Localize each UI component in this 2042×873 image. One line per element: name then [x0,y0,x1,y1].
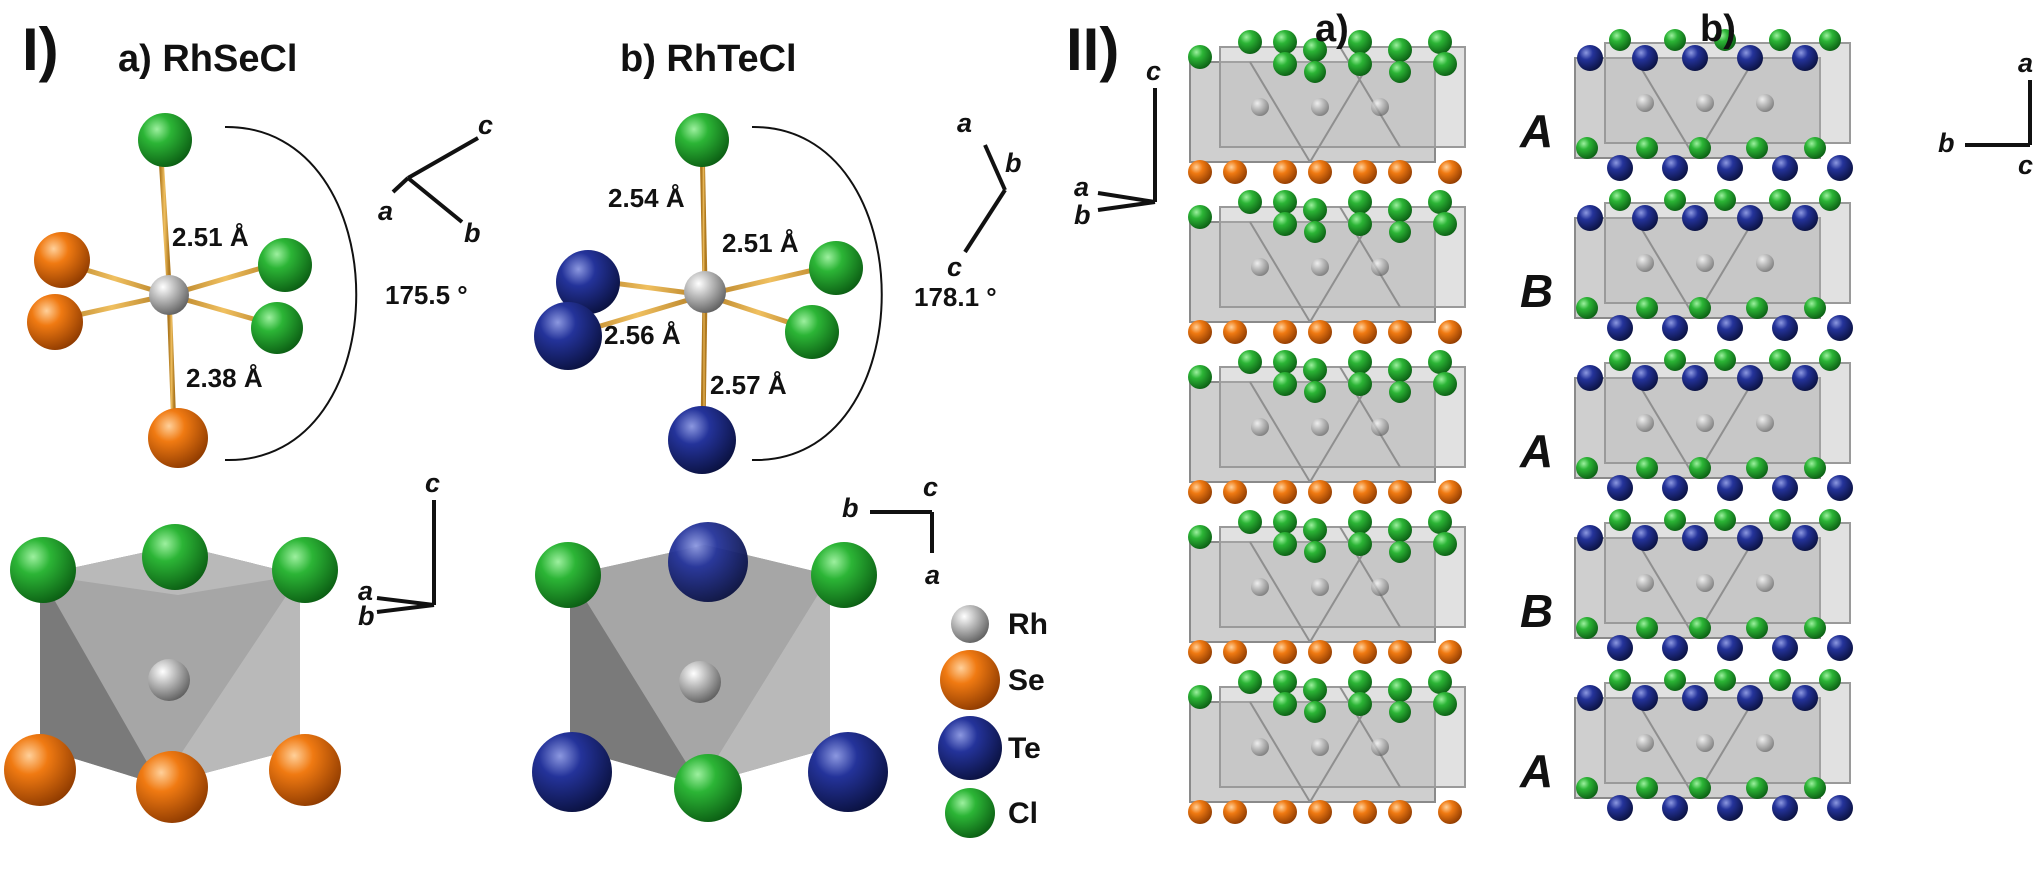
legend-label-rh: Rh [1008,608,1048,641]
distance-rhtecl-1: 2.54 Å [608,183,685,213]
angle-rhtecl: 178.1 ° [914,282,997,312]
stacking-label: A [1520,425,1554,477]
axes-rhtecl-top [963,144,1007,254]
stacking-label: B [1520,585,1554,637]
axes-rhsecl-bottom [376,500,436,614]
title-rhtecl: b) RhTeCl [620,38,797,80]
axis-label-b: b [464,218,481,248]
axis-label-c: c [2018,150,2034,180]
stacking-label: B [1520,265,1554,317]
axis-label-c: c [478,110,494,140]
stacking-label: A [1520,745,1554,797]
legend-marker-cl [945,788,995,838]
stack-column-a [1187,29,1466,825]
legend-markers [938,605,1002,838]
axes-stack-right [1965,80,2032,147]
rhsecl-coordination [27,113,358,468]
axis-label-b: b [1005,148,1022,178]
legend-label-te: Te [1008,732,1041,765]
distance-rhtecl-4: 2.57 Å [710,370,787,400]
axes-rhsecl-top [391,136,479,224]
axis-label-b: b [358,601,375,631]
axis-label-a: a [2018,48,2034,78]
axis-label-b: b [842,493,859,523]
rhsecl-octahedron [4,524,341,823]
axis-label-a: a [957,108,973,138]
column-label-b: b) [1700,8,1736,50]
axis-label-c: c [425,468,441,498]
axis-label-c: c [1146,56,1162,86]
column-label-a: a) [1315,8,1349,50]
axis-label-c: c [947,252,963,282]
rhtecl-octahedron [532,522,888,822]
axis-label-a: a [925,560,941,590]
axis-label-c: c [923,472,939,502]
stack-column-b [1574,28,1854,822]
axes-stack-left [1097,88,1157,212]
panel-label-ii: II) [1066,16,1120,83]
legend-marker-se [940,650,1000,710]
distance-rhsecl-2: 2.38 Å [186,363,263,393]
axis-label-b: b [1938,128,1955,158]
distance-rhsecl-1: 2.51 Å [172,222,249,252]
title-rhsecl: a) RhSeCl [118,38,298,80]
legend-marker-te [938,716,1002,780]
axis-label-b: b [1074,200,1091,230]
distance-rhtecl-2: 2.51 Å [722,228,799,258]
legend-marker-rh [951,605,989,643]
legend-label-cl: Cl [1008,797,1038,830]
distance-rhtecl-3: 2.56 Å [604,320,681,350]
legend-label-se: Se [1008,664,1045,697]
axis-label-a: a [378,196,394,226]
axis-label-a: a [358,576,374,606]
panel-label-i: I) [22,16,59,83]
rhtecl-coordination [534,113,883,474]
stacking-label: A [1520,105,1554,157]
axes-rhtecl-bottom [870,510,934,553]
angle-rhsecl: 175.5 ° [385,280,468,310]
axis-label-a: a [1074,172,1090,202]
